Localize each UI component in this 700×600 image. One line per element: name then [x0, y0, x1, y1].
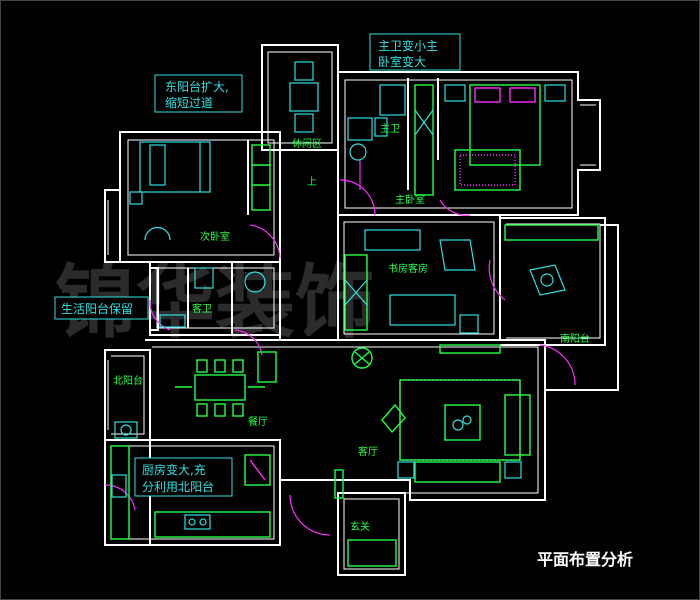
room-labels: 休闲区 主卫 主卧室 次卧室 书房客房 南阳台 客卫 北阳台 餐厅 客厅 玄关 …	[113, 123, 590, 533]
room-label-leisure: 休闲区	[292, 137, 322, 150]
room-label-dining: 餐厅	[248, 415, 268, 428]
living-furniture	[351, 344, 531, 483]
svg-text:分利用北阳台: 分利用北阳台	[142, 479, 214, 494]
annotation-kitchen: 厨房变大,充 分利用北阳台	[134, 457, 233, 497]
kitchen-furniture	[110, 445, 271, 540]
room-label-living: 客厅	[358, 445, 378, 458]
svg-text:厨房变大,充: 厨房变大,充	[142, 462, 206, 477]
master-bed	[414, 84, 566, 196]
annotation-living-balcony: 生活阳台保留	[54, 296, 149, 320]
door-arcs	[104, 160, 576, 536]
svg-text:生活阳台保留: 生活阳台保留	[61, 301, 133, 316]
annotation-master-bath: 主卫变小主 卧室变大	[369, 33, 461, 71]
svg-text:卧室变大: 卧室变大	[378, 54, 426, 69]
annotation-east-balcony: 东阳台扩大, 缩短过道	[154, 74, 243, 113]
study-furniture	[344, 229, 479, 334]
svg-text:东阳台扩大,: 东阳台扩大,	[165, 79, 229, 94]
north-balcony-furniture	[114, 421, 138, 439]
room-label-master-bath: 主卫	[380, 123, 400, 135]
entry-furniture	[334, 469, 397, 567]
drawing-title: 平面布置分析	[537, 550, 633, 569]
svg-text:缩短过道: 缩短过道	[165, 95, 213, 110]
room-label-north-balcony: 北阳台	[113, 374, 143, 387]
room-label-second-bedroom: 次卧室	[200, 230, 230, 243]
guest-bath-fixtures	[159, 267, 266, 328]
walls	[104, 44, 619, 576]
room-label-study: 书房客房	[388, 262, 428, 275]
master-bath-fixtures	[347, 84, 406, 161]
svg-text:主卫变小主: 主卫变小主	[378, 38, 438, 53]
second-bedroom-furniture	[129, 141, 271, 241]
dining-furniture	[175, 351, 277, 417]
room-label-guest-bath: 客卫	[192, 302, 212, 315]
room-label-south-balcony: 南阳台	[560, 332, 590, 345]
south-balcony-furniture	[504, 224, 599, 296]
leisure-furniture	[289, 61, 319, 133]
label-up: 上	[307, 176, 317, 188]
room-label-master-bedroom: 主卧室	[395, 193, 425, 206]
room-label-entry: 玄关	[350, 520, 370, 533]
